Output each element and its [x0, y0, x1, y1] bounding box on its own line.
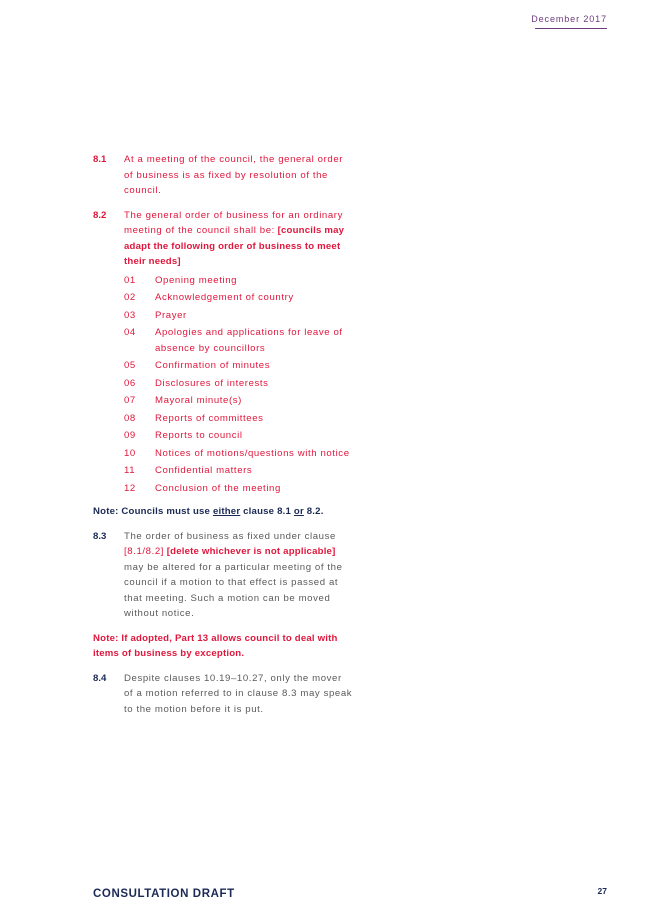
list-item: 01 Opening meeting	[124, 273, 353, 289]
list-item: 05 Confirmation of minutes	[124, 358, 353, 374]
list-item-number: 12	[124, 482, 136, 494]
clause-text: The order of business as fixed under cla…	[124, 530, 336, 542]
note-either: either	[212, 506, 241, 517]
list-item-text: Notices of motions/questions with notice	[155, 447, 350, 459]
list-item-number: 05	[124, 360, 136, 371]
list-item-number: 08	[124, 412, 136, 424]
clause-body: The order of business as fixed under cla…	[124, 529, 353, 622]
note-mid: clause 8.1	[240, 506, 294, 517]
note-business-by-exception: Note: If adopted, Part 13 allows council…	[93, 632, 338, 660]
list-item: 11 Confidential matters	[124, 463, 353, 479]
list-item-text: Reports of committees	[155, 412, 264, 424]
clause-text-continued: may be altered for a particular meeting …	[124, 561, 343, 620]
list-item-number: 09	[124, 430, 136, 441]
list-item-text: Disclosures of interests	[155, 377, 269, 389]
clause-text: The general order of business for an ord…	[124, 209, 343, 237]
note-or: or	[293, 506, 304, 517]
list-item: 09 Reports to council	[124, 428, 353, 444]
list-item-text: Reports to council	[155, 430, 243, 441]
clause-number: 8.4	[93, 672, 107, 684]
list-item-number: 11	[124, 465, 136, 476]
clause-number: 8.2	[93, 209, 107, 221]
list-item-text: Acknowledgement of country	[155, 292, 294, 303]
clause-number: 8.1	[93, 154, 107, 165]
page-number: 27	[597, 886, 607, 896]
list-item: 06 Disclosures of interests	[124, 376, 353, 392]
clause-number: 8.3	[93, 530, 107, 542]
list-item: 12 Conclusion of the meeting	[124, 481, 353, 497]
list-item-text: Apologies and applications for leave of …	[155, 327, 343, 354]
list-item-text: Confidential matters	[155, 465, 253, 476]
list-item-number: 07	[124, 395, 136, 406]
list-item-number: 03	[124, 309, 136, 321]
document-body: 8.1 At a meeting of the council, the gen…	[93, 152, 353, 717]
list-item: 03 Prayer	[124, 308, 353, 324]
clause-body: The general order of business for an ord…	[124, 208, 353, 270]
list-item-number: 10	[124, 447, 136, 459]
note-clause-choice: Note: Councils must use either clause 8.…	[93, 504, 353, 520]
list-item-text: Confirmation of minutes	[155, 360, 271, 371]
clause-8-1: 8.1 At a meeting of the council, the gen…	[93, 152, 353, 199]
list-item-number: 02	[124, 292, 136, 303]
clause-bracket-note: [councils may adapt the following order …	[124, 225, 345, 267]
list-item-number: 04	[124, 327, 136, 338]
list-item-text: Mayoral minute(s)	[155, 395, 242, 406]
order-of-business-list: 01 Opening meeting 02 Acknowledgement of c…	[124, 273, 353, 497]
list-item: 04 Apologies and applications for leave o…	[124, 325, 353, 356]
list-item: 07 Mayoral minute(s)	[124, 393, 353, 409]
header-date: December 2017	[531, 14, 607, 24]
list-item: 08 Reports of committees	[124, 411, 353, 427]
clause-8-4: 8.4 Despite clauses 10.19–10.27, only th…	[93, 671, 353, 718]
clause-bracket-note: [delete whichever is not applicable]	[166, 546, 336, 557]
clause-8-2: 8.2 The general order of business for an…	[93, 208, 353, 270]
header-rule	[535, 28, 607, 29]
note-prefix: Note: Councils must use	[93, 506, 213, 517]
list-item: 10 Notices of motions/questions with noti…	[124, 446, 353, 462]
note-suffix: 8.2.	[303, 506, 324, 517]
footer-title: CONSULTATION DRAFT	[93, 888, 235, 900]
list-item: 02 Acknowledgement of country	[124, 290, 353, 306]
clause-8-3: 8.3 The order of business as fixed under…	[93, 529, 353, 622]
list-item-number: 01	[124, 274, 136, 286]
clause-text: At a meeting of the council, the general…	[124, 154, 344, 196]
list-item-text: Opening meeting	[155, 274, 238, 286]
list-item-number: 06	[124, 377, 136, 389]
clause-reference: [8.1/8.2]	[124, 546, 165, 557]
list-item-text: Prayer	[155, 309, 187, 321]
list-item-text: Conclusion of the meeting	[155, 482, 281, 494]
clause-text: Despite clauses 10.19–10.27, only the mo…	[124, 672, 353, 715]
